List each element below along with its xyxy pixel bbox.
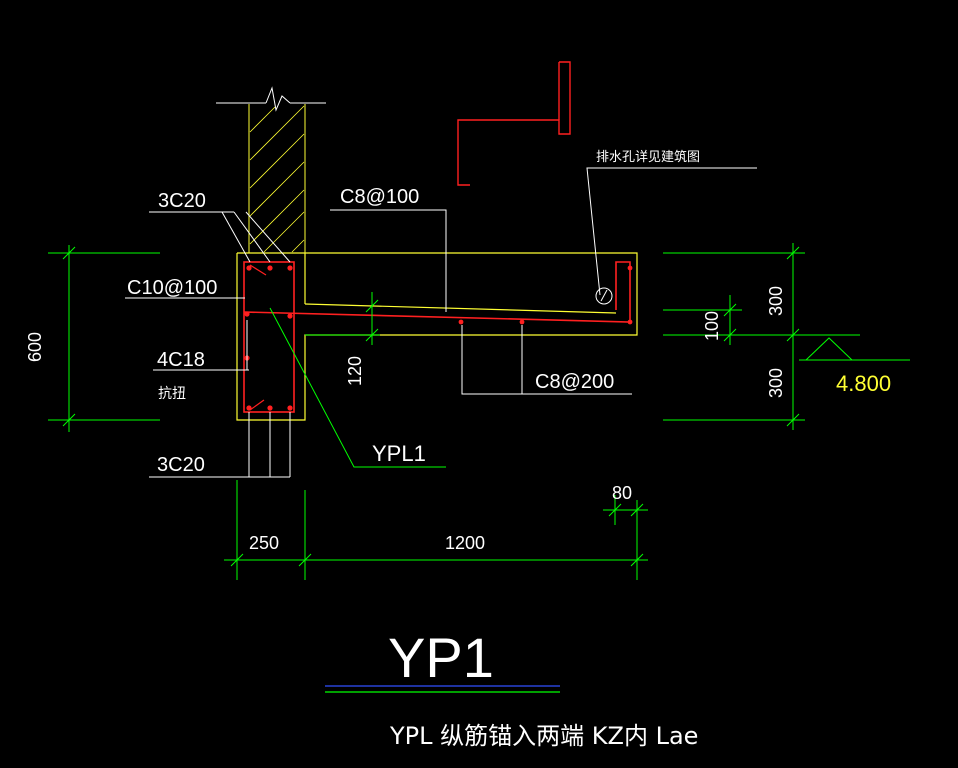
elevation-value: 4.800 — [836, 371, 891, 396]
leader-lines — [125, 167, 757, 478]
drawing-title: YP1 — [388, 626, 494, 689]
dim-right-upper: 300 — [766, 286, 786, 316]
dim-slab-thickness: 120 — [345, 356, 365, 386]
beam-tag-leader — [269, 307, 446, 468]
dim-lip-width: 80 — [612, 483, 632, 503]
rebar-cage — [243, 261, 631, 413]
wall-above — [216, 86, 326, 253]
rebar-top-label: 3C20 — [158, 190, 206, 212]
rebar-side-label: 4C18 — [157, 349, 205, 371]
drain-note: 排水孔详见建筑图 — [596, 149, 700, 165]
section-outline — [236, 252, 638, 421]
beam-tag-label: YPL1 — [372, 441, 426, 466]
dim-beam-width: 250 — [249, 533, 279, 553]
dim-cantilever-length: 1200 — [445, 533, 485, 553]
drain-hole-icon — [595, 287, 613, 305]
slab-top-rebar-label: C8@100 — [340, 186, 419, 208]
dim-step-drop: 100 — [702, 311, 722, 341]
torsion-note: 抗扭 — [158, 386, 186, 402]
footer-note: YPL 纵筋锚入两端 KZ内 Lae — [389, 722, 698, 750]
rebar-bottom-label: 3C20 — [157, 454, 205, 476]
stirrup-beam-label: C10@100 — [127, 277, 217, 299]
dimension-lines — [48, 243, 860, 580]
upper-parapet — [457, 61, 571, 186]
dim-right-lower: 300 — [766, 368, 786, 398]
slab-bottom-rebar-label: C8@200 — [535, 371, 614, 393]
rebar-dots — [244, 265, 633, 411]
wall-hatch — [249, 105, 305, 253]
elevation-marker-icon — [799, 337, 910, 361]
dim-beam-height: 600 — [25, 332, 45, 362]
